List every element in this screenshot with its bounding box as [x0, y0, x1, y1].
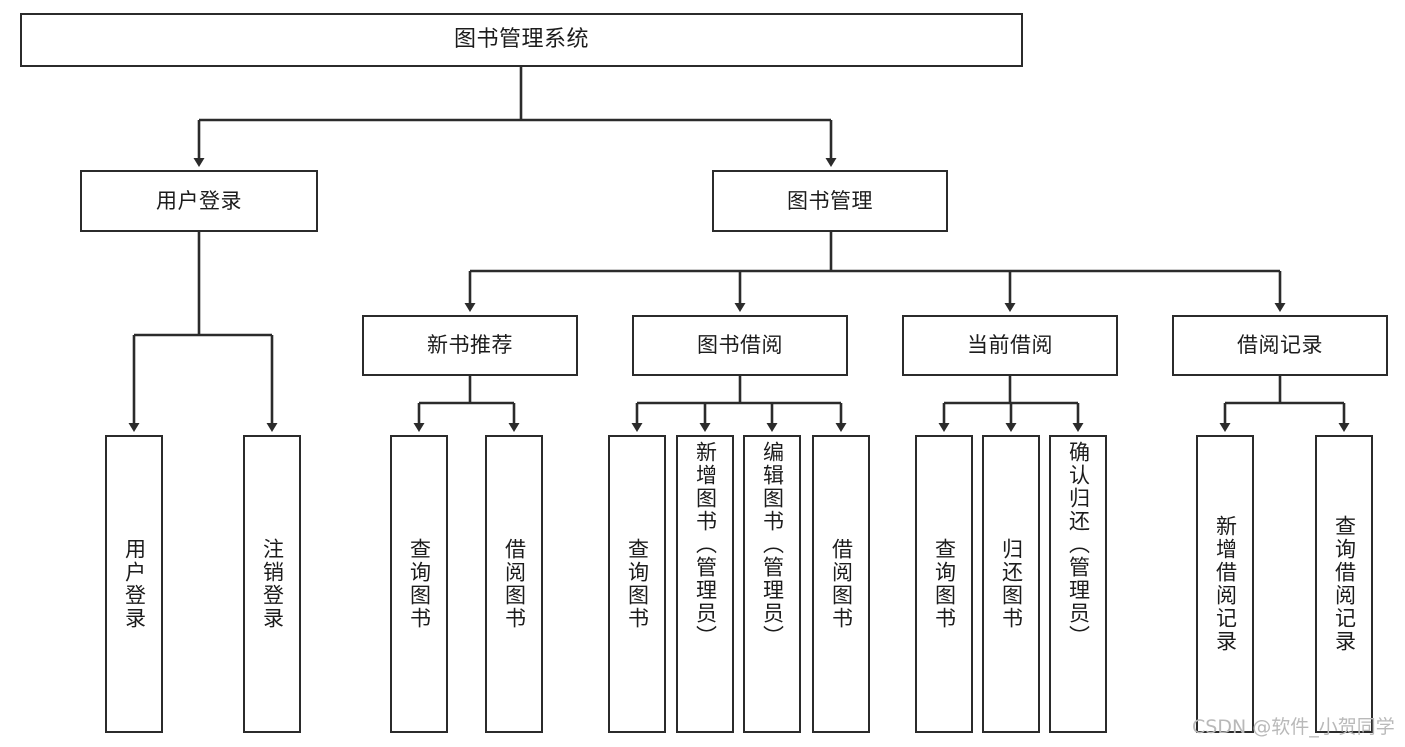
node-borrow-record-label: 借阅记录 [1237, 333, 1323, 358]
leaf-query-book-borrow-label: 查询图书 [625, 538, 650, 630]
node-book-management-label: 图书管理 [787, 188, 873, 213]
node-current-borrow[interactable]: 当前借阅 [902, 315, 1118, 376]
leaf-user-logout-label: 注销登录 [260, 538, 285, 630]
leaf-edit-book-admin-label: 编辑图书（管理员） [760, 441, 785, 648]
leaf-user-logout[interactable]: 注销登录 [243, 435, 301, 733]
node-book-borrow[interactable]: 图书借阅 [632, 315, 848, 376]
node-user-login[interactable]: 用户登录 [80, 170, 318, 232]
leaf-edit-book-admin[interactable]: 编辑图书（管理员） [743, 435, 801, 733]
leaf-return-book[interactable]: 归还图书 [982, 435, 1040, 733]
node-book-borrow-label: 图书借阅 [697, 333, 783, 358]
node-new-book-recommend-label: 新书推荐 [427, 333, 513, 358]
node-root[interactable]: 图书管理系统 [20, 13, 1023, 67]
node-borrow-record[interactable]: 借阅记录 [1172, 315, 1388, 376]
edges-user-login [128, 232, 278, 432]
leaf-query-borrow-record-label: 查询借阅记录 [1332, 515, 1357, 653]
edges-new-book-recommend [413, 376, 520, 432]
leaf-borrow-book[interactable]: 借阅图书 [812, 435, 870, 733]
leaf-query-book-current[interactable]: 查询图书 [915, 435, 973, 733]
leaf-add-book-admin-label: 新增图书（管理员） [693, 441, 718, 648]
node-user-login-label: 用户登录 [156, 188, 242, 213]
leaf-borrow-book-label: 借阅图书 [829, 538, 854, 630]
leaf-query-book-recommend-label: 查询图书 [407, 538, 432, 630]
leaf-user-login[interactable]: 用户登录 [105, 435, 163, 733]
leaf-confirm-return-admin-label: 确认归还（管理员） [1066, 441, 1091, 648]
edges-borrow-record [1219, 376, 1350, 432]
node-current-borrow-label: 当前借阅 [967, 333, 1053, 358]
leaf-confirm-return-admin[interactable]: 确认归还（管理员） [1049, 435, 1107, 733]
leaf-add-book-admin[interactable]: 新增图书（管理员） [676, 435, 734, 733]
leaf-add-borrow-record[interactable]: 新增借阅记录 [1196, 435, 1254, 733]
node-book-management[interactable]: 图书管理 [712, 170, 948, 232]
node-root-label: 图书管理系统 [453, 27, 589, 53]
leaf-add-borrow-record-label: 新增借阅记录 [1213, 515, 1238, 653]
leaf-query-book-recommend[interactable]: 查询图书 [390, 435, 448, 733]
leaf-query-borrow-record[interactable]: 查询借阅记录 [1315, 435, 1373, 733]
leaf-return-book-label: 归还图书 [999, 538, 1024, 630]
csdn-watermark: CSDN @软件_小贺同学 [1192, 716, 1395, 738]
node-new-book-recommend[interactable]: 新书推荐 [362, 315, 578, 376]
edges-current-borrow [938, 376, 1084, 432]
leaf-user-login-label: 用户登录 [122, 538, 147, 630]
leaf-borrow-book-recommend-label: 借阅图书 [502, 538, 527, 630]
leaf-query-book-current-label: 查询图书 [932, 538, 957, 630]
edges-book-management [464, 232, 1286, 312]
leaf-borrow-book-recommend[interactable]: 借阅图书 [485, 435, 543, 733]
edges-root [193, 67, 837, 167]
leaf-query-book-borrow[interactable]: 查询图书 [608, 435, 666, 733]
edges-book-borrow [631, 376, 847, 432]
